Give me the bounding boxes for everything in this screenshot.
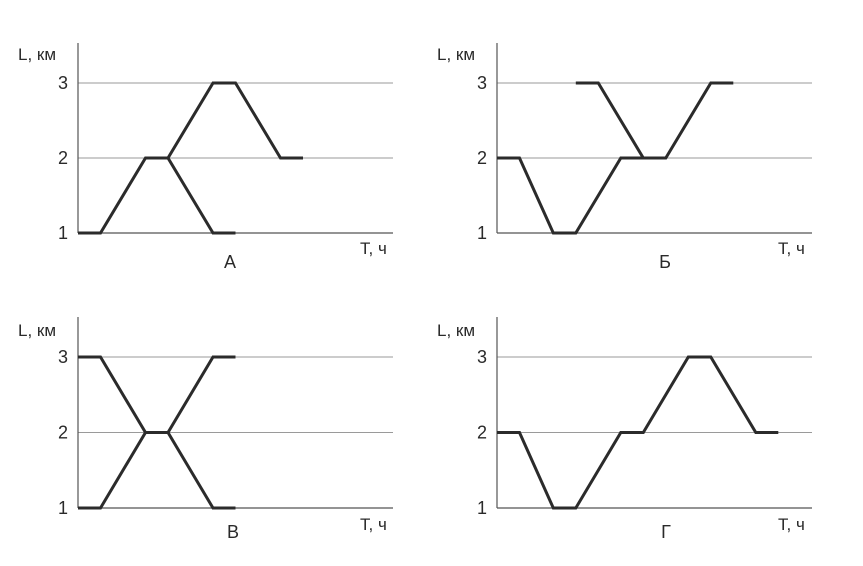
- y-axis-label: L, км: [437, 45, 475, 64]
- panel-label: Г: [661, 522, 671, 542]
- y-tick-label: 1: [477, 498, 487, 518]
- chart-panel-1: 1 2 3L, км Т, ч А: [18, 43, 393, 272]
- y-axis-label: L, км: [18, 45, 56, 64]
- y-tick-label: 3: [58, 73, 68, 93]
- chart-panel-4: 1 2 3L, км Т, ч Г: [437, 317, 812, 542]
- series-line-2: [145, 156, 236, 235]
- y-axis-label: L, км: [437, 321, 475, 340]
- y-tick-label: 1: [477, 223, 487, 243]
- y-tick-label: 2: [58, 423, 68, 443]
- y-tick-label: 2: [477, 423, 487, 443]
- series-line-2: [78, 355, 236, 510]
- chart-panel-3: 1 2 3L, км Т, ч В: [18, 317, 393, 542]
- y-tick-label: 2: [58, 148, 68, 168]
- series-line-1: [497, 355, 779, 510]
- y-tick-label: 3: [477, 73, 487, 93]
- y-tick-label: 1: [58, 223, 68, 243]
- y-tick-label: 1: [58, 498, 68, 518]
- y-axis-label: L, км: [18, 321, 56, 340]
- panel-label: А: [224, 252, 236, 272]
- x-axis-label: Т, ч: [360, 239, 387, 258]
- x-axis-label: Т, ч: [778, 239, 805, 258]
- panel-label: В: [227, 522, 239, 542]
- panel-label: Б: [659, 252, 671, 272]
- series-line-2: [575, 81, 666, 160]
- x-axis-label: Т, ч: [778, 515, 805, 534]
- chart-panel-2: 1 2 3L, км Т, ч Б: [437, 43, 812, 272]
- y-tick-label: 2: [477, 148, 487, 168]
- series-line-1: [78, 81, 303, 235]
- y-tick-label: 3: [477, 347, 487, 367]
- y-tick-label: 3: [58, 347, 68, 367]
- series-line-1: [497, 81, 734, 235]
- x-axis-label: Т, ч: [360, 515, 387, 534]
